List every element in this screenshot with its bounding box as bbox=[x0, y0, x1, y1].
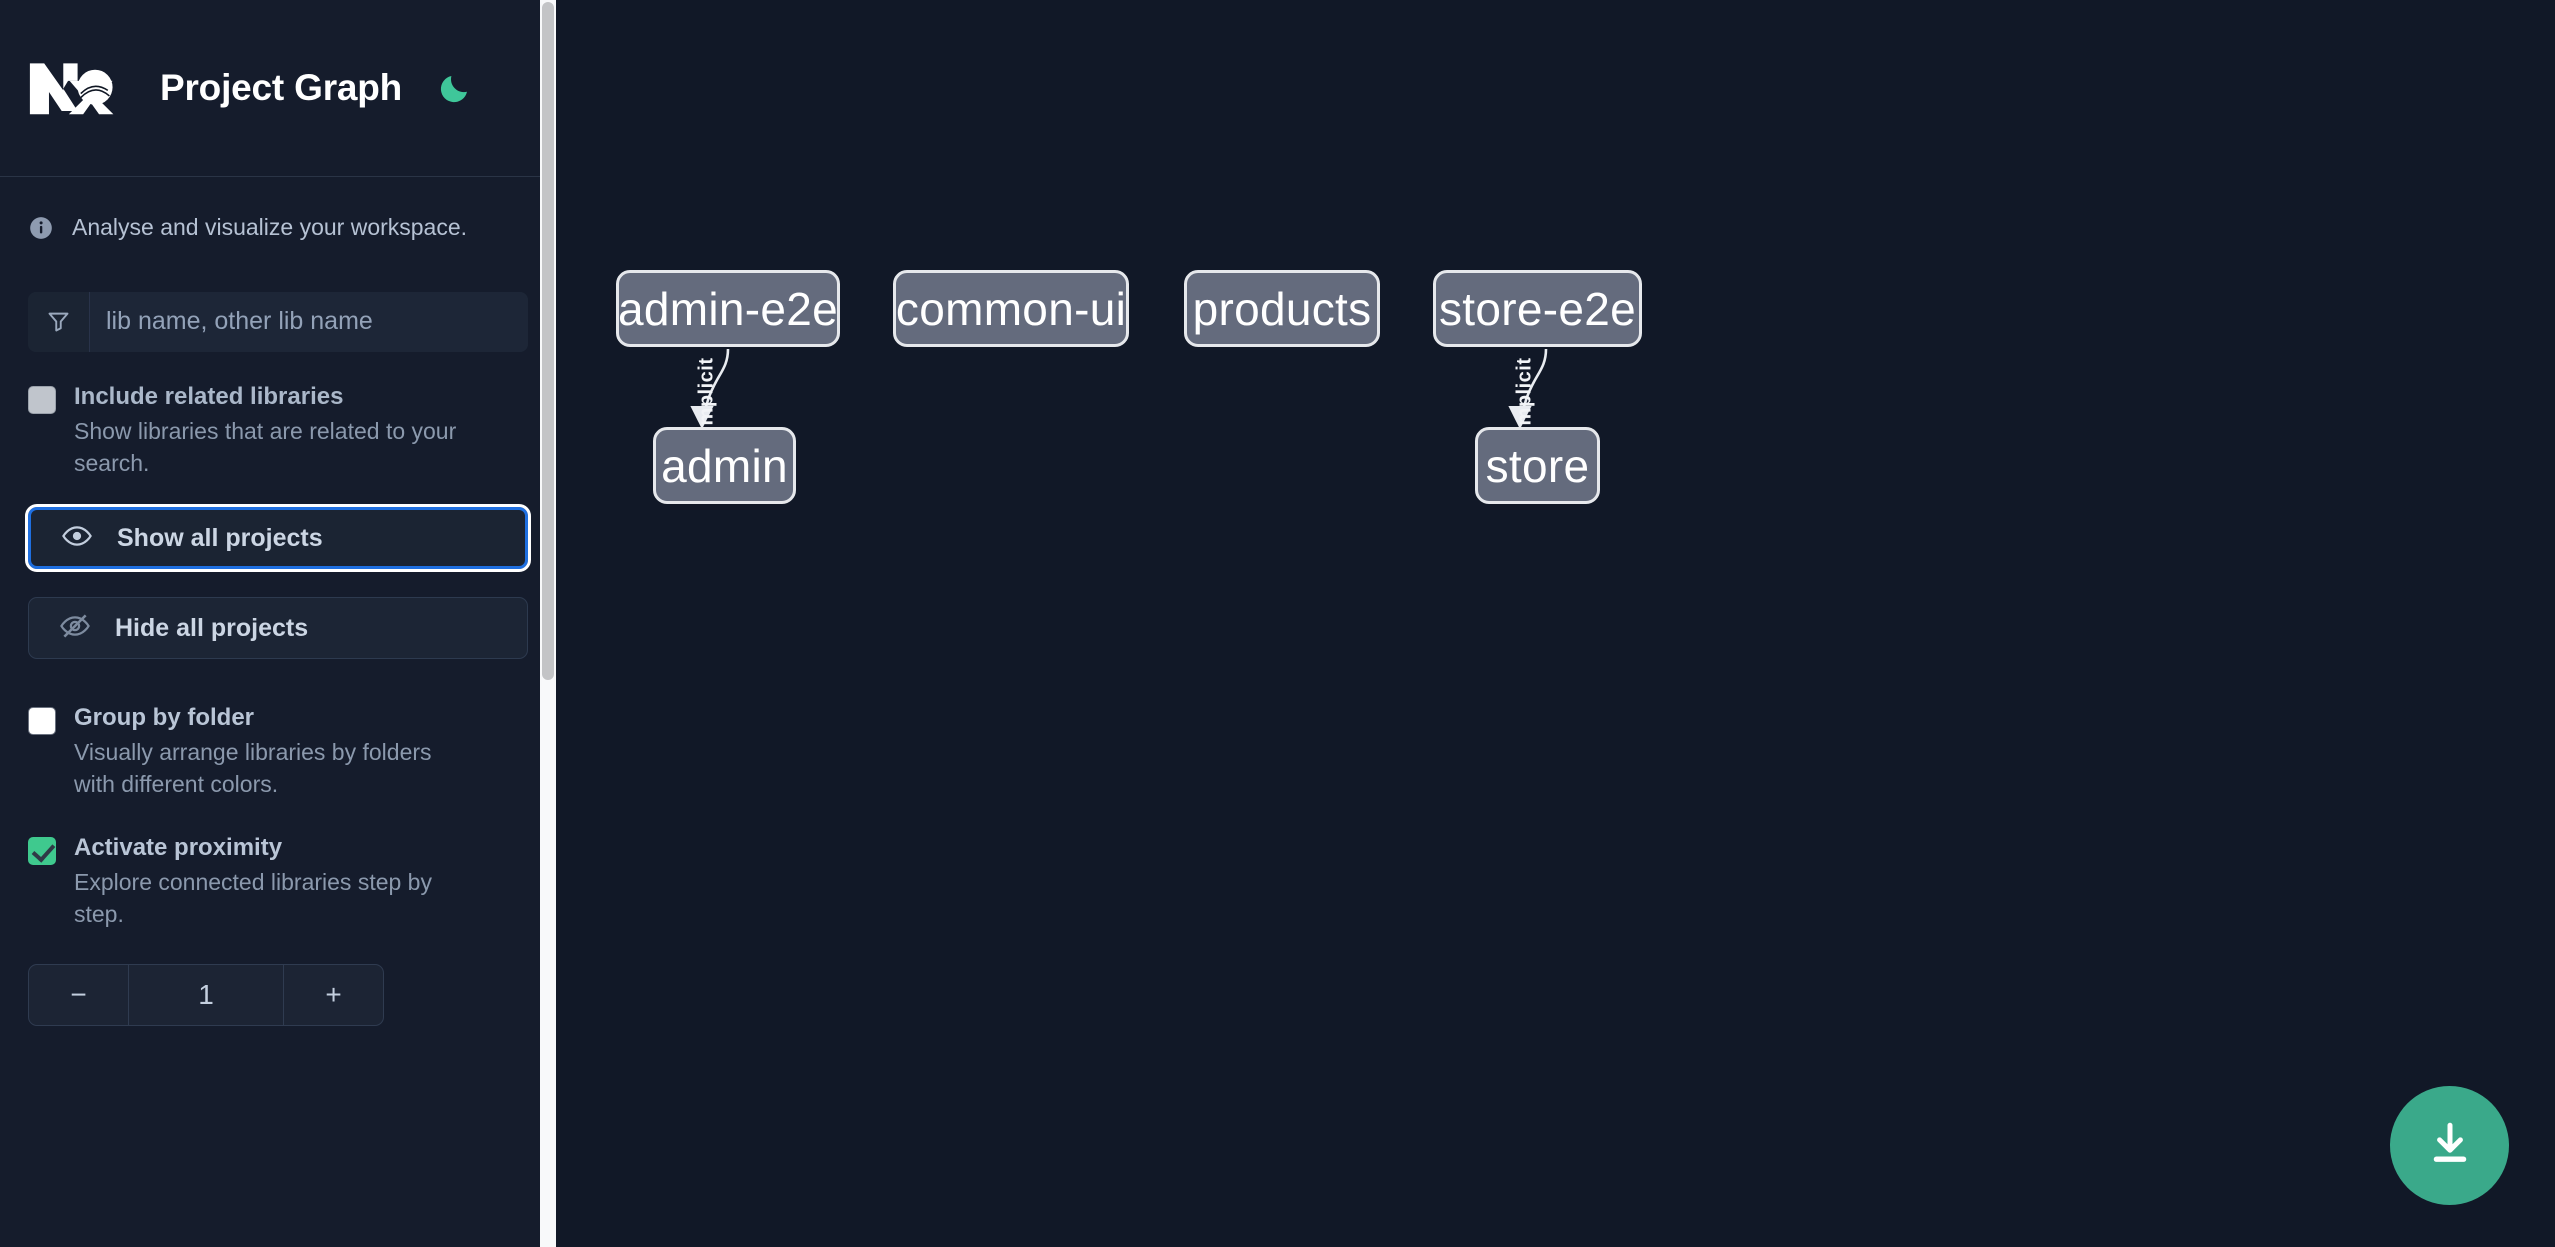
activate-proximity-label: Activate proximity bbox=[74, 833, 283, 861]
proximity-increment-button[interactable]: + bbox=[283, 965, 383, 1026]
group-by-folder-label: Group by folder bbox=[74, 704, 254, 732]
sidebar-scrollbar-track[interactable] bbox=[540, 0, 556, 1247]
proximity-decrement-button[interactable]: − bbox=[29, 965, 129, 1026]
search-input[interactable] bbox=[90, 291, 528, 352]
option-activate-proximity[interactable]: Activate proximity Explore connected lib… bbox=[28, 833, 528, 930]
show-all-projects-label: Show all projects bbox=[117, 523, 323, 552]
info-circle-icon bbox=[28, 215, 54, 241]
moon-icon[interactable] bbox=[434, 67, 476, 109]
graph-node-store[interactable]: store bbox=[1475, 427, 1600, 504]
hide-all-projects-button[interactable]: Hide all projects bbox=[28, 597, 528, 660]
graph-canvas[interactable]: implicit implicit admin-e2e common-ui pr… bbox=[556, 0, 2555, 1247]
include-related-libraries-checkbox[interactable] bbox=[28, 385, 56, 414]
edge-label-store-implicit: implicit bbox=[1513, 357, 1536, 432]
option-group-by-folder[interactable]: Group by folder Visually arrange librari… bbox=[28, 703, 528, 800]
activate-proximity-description: Explore connected libraries step by step… bbox=[74, 868, 432, 927]
proximity-value: 1 bbox=[198, 979, 214, 1011]
option-include-related-libraries[interactable]: Include related libraries Show libraries… bbox=[28, 382, 528, 479]
hide-all-projects-label: Hide all projects bbox=[115, 613, 309, 642]
nx-logo-icon bbox=[28, 57, 124, 119]
sidebar-scrollbar-thumb[interactable] bbox=[542, 2, 554, 680]
sidebar-info: Analyse and visualize your workspace. bbox=[0, 177, 556, 243]
show-all-projects-button[interactable]: Show all projects bbox=[25, 504, 531, 573]
page-title: Project Graph bbox=[160, 67, 403, 108]
search-row[interactable] bbox=[28, 291, 528, 352]
group-by-folder-checkbox[interactable] bbox=[28, 707, 56, 736]
sidebar-header: Project Graph bbox=[0, 0, 556, 177]
sidebar: Project Graph Analyse and visualize your… bbox=[0, 0, 556, 1247]
download-icon bbox=[2425, 1119, 2475, 1172]
group-by-folder-description: Visually arrange libraries by folders wi… bbox=[74, 739, 432, 798]
download-image-button[interactable] bbox=[2390, 1086, 2509, 1205]
edge-label-admin-implicit: implicit bbox=[695, 357, 718, 432]
sidebar-info-text: Analyse and visualize your workspace. bbox=[72, 214, 468, 240]
graph-node-store-e2e[interactable]: store-e2e bbox=[1433, 270, 1642, 347]
graph-node-products[interactable]: products bbox=[1184, 270, 1380, 347]
include-related-libraries-description: Show libraries that are related to your … bbox=[74, 417, 457, 476]
graph-node-common-ui[interactable]: common-ui bbox=[893, 270, 1129, 347]
funnel-filter-icon bbox=[28, 291, 90, 352]
eye-slash-icon bbox=[59, 610, 91, 647]
graph-edges bbox=[690, 348, 1548, 430]
graph-node-admin[interactable]: admin bbox=[653, 427, 796, 504]
include-related-libraries-label: Include related libraries bbox=[74, 382, 344, 410]
graph-node-admin-e2e[interactable]: admin-e2e bbox=[616, 270, 840, 347]
activate-proximity-checkbox[interactable] bbox=[28, 836, 56, 865]
proximity-stepper[interactable]: − 1 + bbox=[28, 964, 384, 1027]
sidebar-body: Include related libraries Show libraries… bbox=[0, 291, 556, 1027]
eye-icon bbox=[61, 520, 93, 557]
